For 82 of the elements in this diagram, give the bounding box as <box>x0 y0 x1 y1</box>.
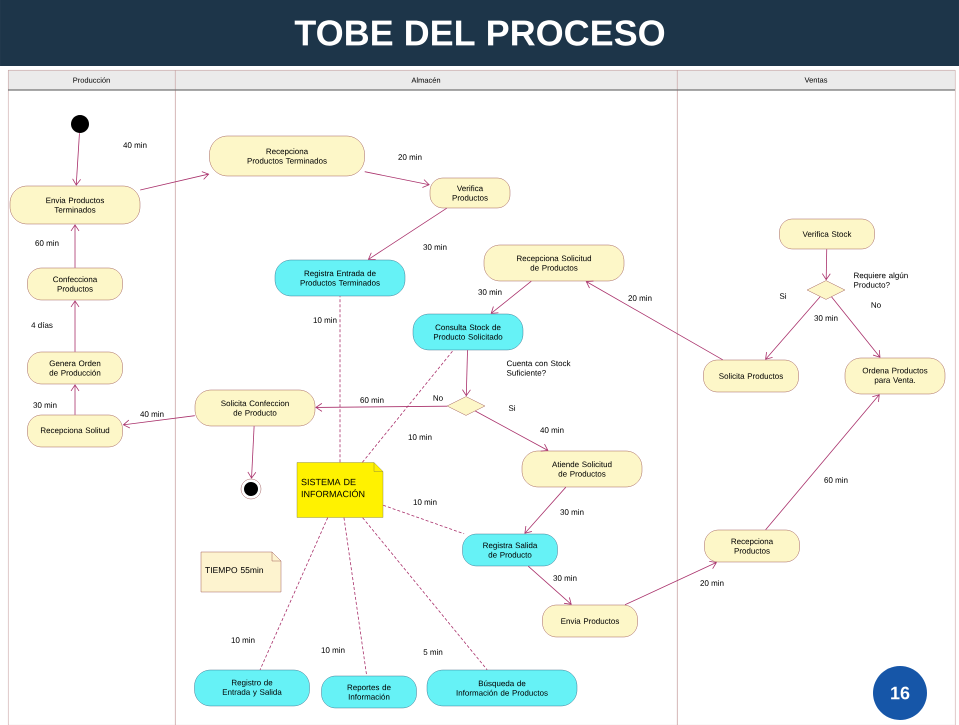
title-banner: TOBE DEL PROCESO <box>0 0 959 66</box>
arrow <box>70 300 80 352</box>
guard-label: No <box>872 302 881 308</box>
activity-box: Ordena Productos para Venta. <box>844 358 946 394</box>
activity-box: Consulta Stock de Producto Solicitado <box>412 314 524 350</box>
guard-label: Si <box>508 405 516 411</box>
note: SISTEMA DE INFORMACIÓN <box>296 462 384 518</box>
edge-label: 30 min <box>552 574 578 582</box>
activity-box: Registro de Entrada y Salida <box>194 670 310 706</box>
dashed-connector <box>362 350 454 463</box>
edge-label: 60 min <box>823 476 849 484</box>
edge-label: 10 min <box>412 498 438 506</box>
activity-box: Registra Salida de Producto <box>462 534 558 566</box>
dashed-connector <box>362 517 488 670</box>
arrow <box>765 394 880 530</box>
activity-box: Verifica Productos <box>430 178 510 208</box>
edge-label: 10 min <box>312 316 338 324</box>
edge-label: 10 min <box>407 433 433 441</box>
edge-label: 60 min <box>34 239 60 247</box>
activity-box: Reportes de Información <box>321 676 417 708</box>
activity-box: Verifica Stock <box>779 218 875 250</box>
edge-label: 60 min <box>359 396 386 404</box>
edge-label: 30 min <box>559 508 585 516</box>
activity-box: Registra Entrada de Productos Terminados <box>274 260 406 296</box>
edge-label: 30 min <box>813 314 839 322</box>
arrow <box>528 566 572 605</box>
arrow <box>315 402 448 412</box>
arrow <box>524 486 566 534</box>
edge-label: 30 min <box>477 288 503 296</box>
arrow <box>247 426 256 479</box>
edge-label: 40 min <box>122 141 148 149</box>
arrow <box>831 296 880 358</box>
dashed-connector <box>260 517 328 670</box>
activity-box: Confecciona Productos <box>27 268 123 300</box>
edge-label: 5 min <box>422 648 444 656</box>
arrow <box>70 224 80 268</box>
edge-label: 4 días <box>30 321 54 329</box>
note: TIEMPO 55min <box>200 552 282 592</box>
guard-label: Si <box>780 293 786 299</box>
activity-box: Búsqueda de Información de Productos <box>426 670 578 706</box>
edge-label: 40 min <box>139 410 165 418</box>
activity-box: Envia Productos <box>542 604 638 638</box>
arrow <box>72 132 81 186</box>
edge-label: 20 min <box>397 153 423 161</box>
activity-box: Recepciona Productos <box>704 530 800 562</box>
activity-box: Recepciona Productos Terminados <box>209 136 365 176</box>
activity-box: Recepciona Solicitud de Productos <box>484 244 624 282</box>
arrow <box>822 248 831 280</box>
guard-label: No <box>434 395 443 401</box>
edge-label: 10 min <box>230 636 256 644</box>
arrow <box>122 415 196 428</box>
arrow <box>586 280 724 360</box>
guard-question: Requiere algún Producto? <box>854 272 908 288</box>
dashed-connector <box>382 504 465 534</box>
arrow <box>368 208 448 260</box>
arrow <box>474 410 548 452</box>
arrow <box>462 350 471 396</box>
arrow <box>624 560 718 606</box>
activity-box: Atiende Solicitud de Productos <box>522 450 642 488</box>
edge-label: 20 min <box>627 294 653 302</box>
activity-box: Solicita Confeccion de Producto <box>194 390 316 426</box>
page-number-badge: 16 <box>873 666 927 720</box>
activity-box: Genera Orden de Producción <box>27 352 123 384</box>
edge-label: 40 min <box>539 426 565 434</box>
dashed-connector <box>344 517 368 676</box>
edge-label: 30 min <box>422 243 448 251</box>
arrow <box>364 171 430 188</box>
guard-question: Cuenta con Stock Suficiente? <box>506 360 571 376</box>
activity-box: Recepciona Solitud <box>27 414 123 448</box>
arrow <box>140 171 210 190</box>
edge-label: 30 min <box>32 401 58 409</box>
start-node <box>71 115 89 133</box>
activity-box: Solicita Productos <box>703 360 799 392</box>
arrow <box>490 280 532 314</box>
arrow <box>70 384 80 416</box>
arrow <box>765 296 821 360</box>
decision-diamond <box>806 280 846 300</box>
end-node <box>240 478 262 500</box>
decision-diamond <box>446 396 486 416</box>
edge-label: 20 min <box>699 579 725 587</box>
edge-label: 10 min <box>320 646 346 654</box>
activity-box: Envia Productos Terminados <box>10 186 140 224</box>
